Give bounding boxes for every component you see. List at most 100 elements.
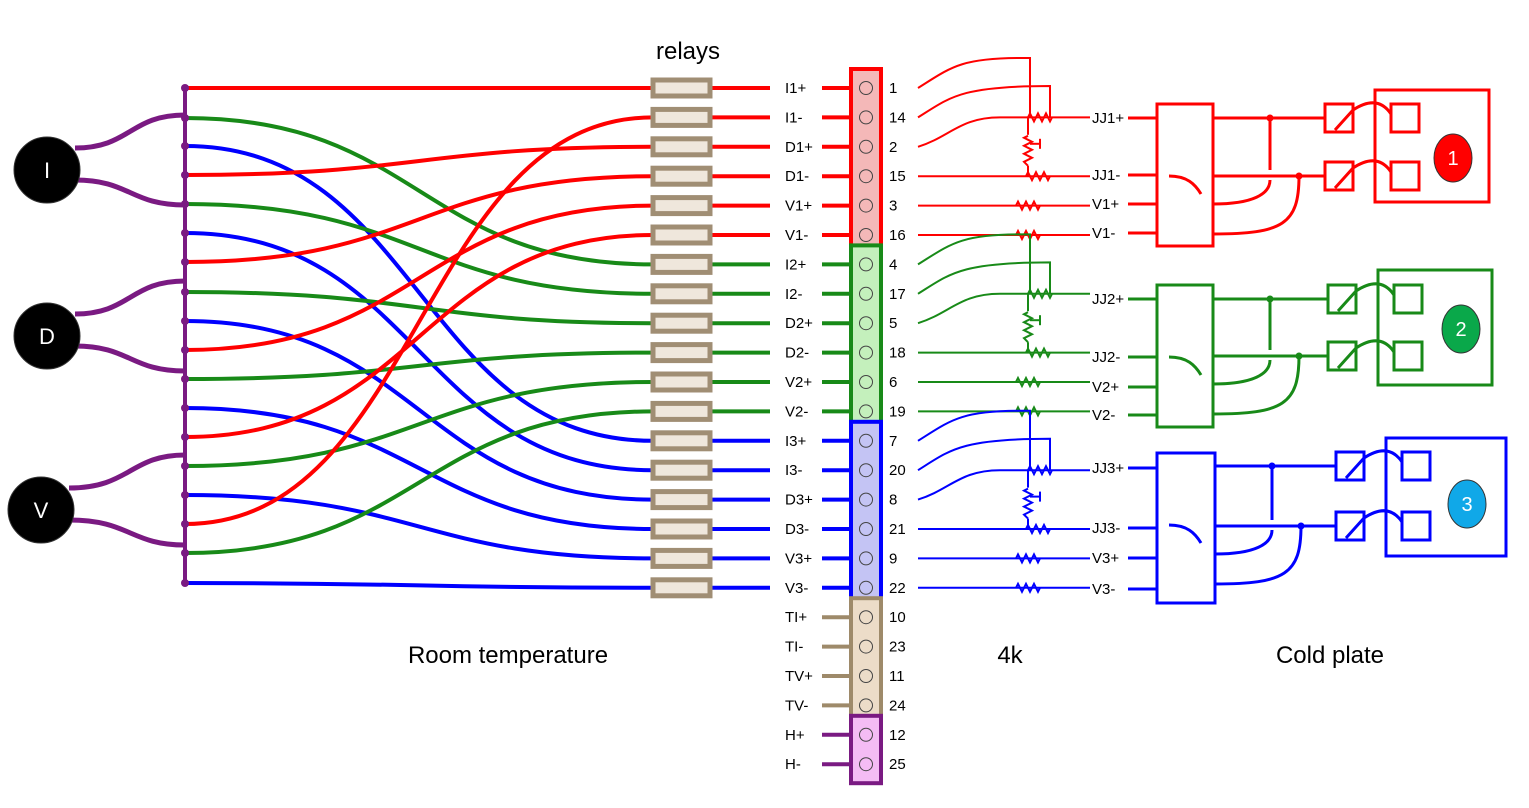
resistor [1025,169,1051,183]
source-lead-plus [74,112,186,151]
room-wire [184,581,654,590]
sample-badge-label: 2 [1455,319,1466,341]
pin-hole-8 [859,492,873,507]
bus-node [181,579,189,587]
pin-hole-10 [859,610,873,625]
room-wire [184,202,654,296]
room-wire [184,406,654,531]
room-temperature-wiring [181,84,654,590]
resistor [1027,463,1053,477]
relay [650,77,713,99]
room-wire [184,319,654,502]
k4-lead [917,233,1031,294]
source-lead-minus [74,343,186,374]
room-wire [184,115,654,526]
sample-box [1373,88,1491,204]
bus-node [181,491,189,499]
room-wire [184,380,654,468]
sample-badge-label: 1 [1447,148,1458,170]
bus-node [181,171,189,179]
cold-pin-label: V1- [1092,225,1115,242]
junction-wire [1336,282,1396,313]
source-lead-plus [68,452,186,491]
cold-curve [1212,359,1272,386]
pin-hole-21 [859,522,873,536]
bus-node [181,229,189,237]
relay [650,106,713,128]
cold-curve [1212,355,1301,416]
cold-curve [1212,175,1301,236]
cold-plate-stage: JJ1+JJ1-V1+V1-1JJ2+JJ2-V2+V2-2JJ3+JJ3-V3… [1092,88,1508,605]
relay [650,400,713,422]
source-lead-minus [74,177,186,208]
pin-label: V3- [785,580,808,597]
pin-number: 11 [889,668,905,685]
resistor [1025,346,1051,359]
junction-pad [1323,102,1355,134]
pin-number: 25 [889,756,906,773]
resistor [1025,522,1051,536]
relay [650,224,713,246]
cold-pin-label: JJ3+ [1092,460,1124,477]
cold-pin-label: JJ2+ [1092,291,1124,308]
bus-node [181,549,189,557]
pin-hole-12 [859,727,873,742]
relay [650,371,713,393]
k4-lead [917,116,1001,148]
junction-pad [1389,160,1421,192]
pin-label: D1- [785,168,809,185]
bus-node [181,375,189,383]
pin-label: D1+ [785,139,813,156]
filter-symbol [1168,355,1203,376]
filter-box [1155,102,1215,248]
pin-label: H- [785,756,801,773]
relay [650,518,713,540]
pin-number: 23 [889,639,906,656]
sample-badge [1441,304,1481,354]
pin-label: TV+ [785,668,813,685]
relay [650,283,713,305]
source-lead-plus [74,278,186,317]
pin-label: I3+ [785,433,807,450]
pin-hole-16 [859,228,873,242]
pin-hole-25 [859,757,873,772]
source-label: I [44,158,50,183]
connector-block-1 [849,67,883,256]
k4-lead [917,469,1001,501]
pin-label: D3- [785,521,809,538]
source-label: D [39,324,55,349]
pin-label: I1+ [785,80,807,97]
junction-pad [1334,450,1366,482]
connector-block-T [849,596,883,727]
pin-number: 19 [889,403,906,420]
resistor [1015,375,1041,389]
junction-pad [1392,340,1424,372]
junction-pad [1400,450,1432,482]
relay [650,312,713,334]
pin-label: V1- [785,227,808,244]
pin-label: TV- [785,697,808,714]
pin-label: V2- [785,403,808,420]
pin-hole-11 [859,669,873,683]
four-k-title: 4k [997,642,1023,669]
pin-label: TI- [785,639,803,656]
cold-curve [1214,529,1274,556]
bus-node [181,346,189,354]
room-wire [184,493,654,561]
pin-number: 15 [889,168,906,185]
relay [650,430,713,452]
k4-lead [917,84,1051,119]
sample-badge [1433,133,1473,183]
resistor [1027,287,1053,301]
bus-node [181,258,189,266]
pin-number: 24 [889,697,906,714]
pin-label: V2+ [785,374,812,391]
pin-number: 6 [889,374,897,391]
junction-wire [1336,339,1396,370]
pin-number: 12 [889,727,906,744]
cold-pin-label: V3+ [1092,550,1119,567]
room-wire [184,233,654,439]
bus-node [181,462,189,470]
sample-badge [1447,479,1487,529]
